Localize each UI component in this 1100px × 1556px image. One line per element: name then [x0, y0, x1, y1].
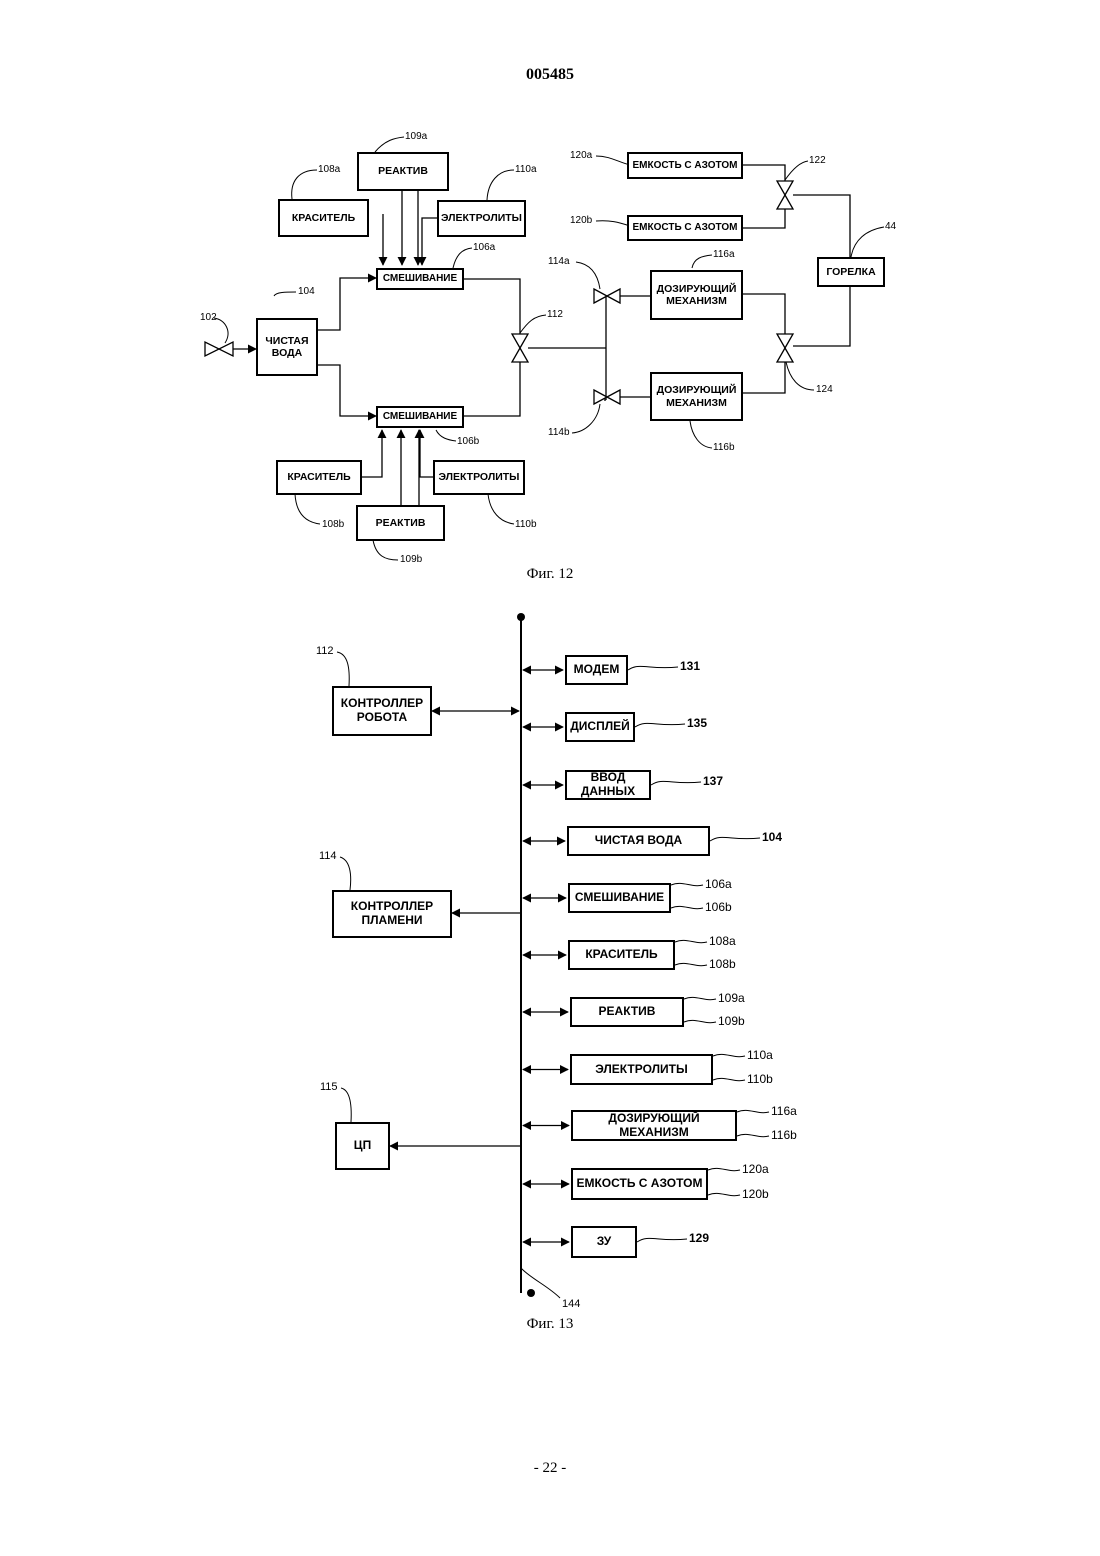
ref-leader-line [671, 883, 703, 885]
fig13-caption: Фиг. 13 [0, 1316, 1100, 1333]
ref-114-fig13: 114 [319, 850, 337, 862]
peripheral-box-8: ЭЛЕКТРОЛИТЫ [570, 1054, 713, 1085]
peripheral-box-4: ЧИСТАЯ ВОДА [567, 826, 710, 856]
robot-controller-box: КОНТРОЛЛЕР РОБОТА [332, 686, 432, 736]
ref-leader-line [708, 1193, 740, 1195]
peripheral-box-10: ЕМКОСТЬ С АЗОТОМ [571, 1168, 708, 1200]
ref-112-fig13: 112 [316, 645, 334, 657]
peripheral-box-3: ВВОД ДАННЫХ [565, 770, 651, 800]
ref-label: 116a [771, 1104, 797, 1118]
peripheral-box-9: ДОЗИРУЮЩИЙ МЕХАНИЗМ [571, 1110, 737, 1141]
ref-leader-line [651, 781, 701, 785]
peripheral-box-6: КРАСИТЕЛЬ [568, 940, 675, 970]
ref-leader-line [671, 906, 703, 908]
ref-label: 129 [689, 1231, 709, 1245]
peripheral-box-5: СМЕШИВАНИЕ [568, 883, 671, 913]
ref-label: 110a [747, 1048, 773, 1062]
ref-label: 106b [705, 900, 732, 914]
ref-label: 108b [709, 957, 736, 971]
peripheral-box-1: МОДЕМ [565, 655, 628, 685]
ref-leader-line [628, 666, 678, 670]
ref-label: 120b [742, 1187, 769, 1201]
ref-label: 109a [718, 991, 745, 1005]
ref-leader-line [737, 1134, 769, 1136]
ref-leader-line [713, 1054, 745, 1056]
peripheral-box-7: РЕАКТИВ [570, 997, 684, 1027]
ref-leader-line [635, 723, 685, 727]
ref-label: 120a [742, 1162, 769, 1176]
ref-leader-line [708, 1168, 740, 1170]
cpu-box: ЦП [335, 1122, 390, 1170]
ref-leader-line [675, 940, 707, 942]
ref-label: 106a [705, 877, 732, 891]
ref-144-bus: 144 [562, 1298, 580, 1310]
page-number: - 22 - [0, 1460, 1100, 1477]
ref-leader-line [675, 963, 707, 965]
ref-label: 109b [718, 1014, 745, 1028]
ref-leader-line [713, 1078, 745, 1080]
ref-label: 110b [747, 1072, 773, 1086]
peripheral-box-11: ЗУ [571, 1226, 637, 1258]
flame-controller-box: КОНТРОЛЛЕР ПЛАМЕНИ [332, 890, 452, 938]
ref-115-fig13: 115 [320, 1081, 338, 1093]
ref-label: 104 [762, 830, 782, 844]
ref-label: 131 [680, 659, 700, 673]
ref-leader-line [684, 1020, 716, 1022]
ref-leader-line [637, 1238, 687, 1242]
peripheral-box-2: ДИСПЛЕЙ [565, 712, 635, 742]
ref-leader-line [684, 997, 716, 999]
ref-label: 116b [771, 1128, 797, 1142]
ref-label: 137 [703, 774, 723, 788]
ref-label: 108a [709, 934, 736, 948]
ref-label: 135 [687, 716, 707, 730]
ref-leader-line [710, 837, 760, 841]
ref-leader-line [737, 1110, 769, 1112]
